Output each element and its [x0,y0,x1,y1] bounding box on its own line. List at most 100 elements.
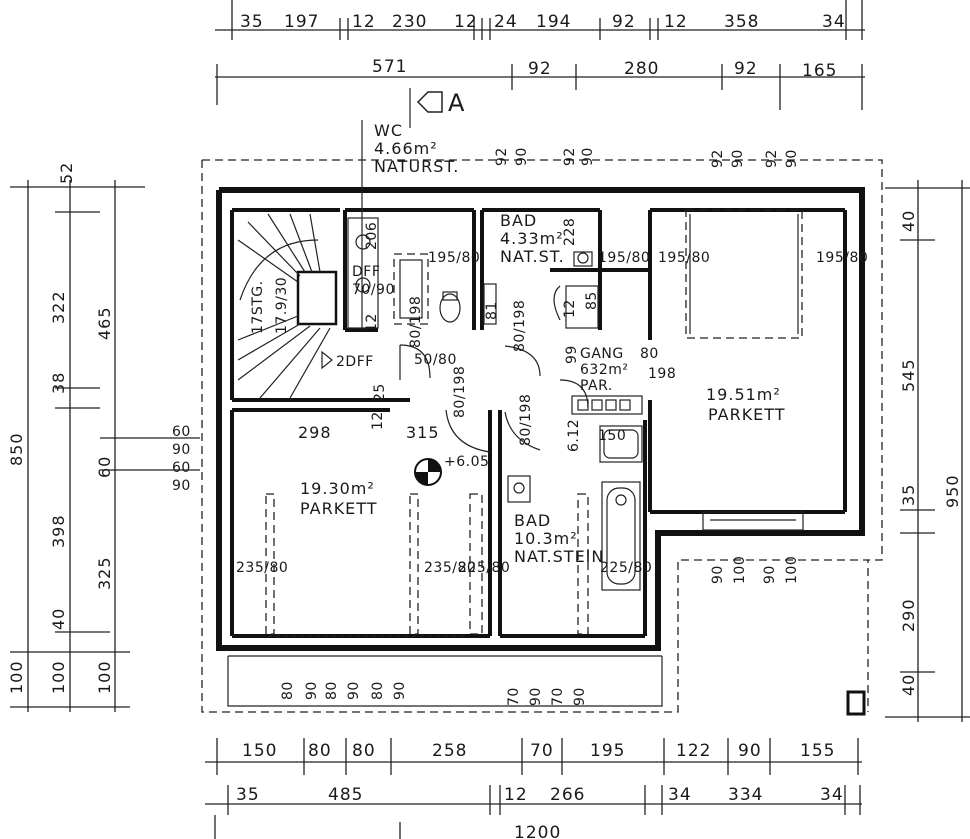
gang-area: 632m² [580,362,628,378]
bad-small-fixtures [483,251,599,377]
parapet-bl-4: 80 [370,681,386,700]
dim-top1-10: 34 [822,12,846,32]
opening-o11: 80/198 [512,300,528,352]
dff-note: 2DFF [336,354,374,370]
stair-count-label: 17STG. [250,280,266,334]
opening-o9: 150 [598,428,626,444]
opening-o6: 235/80 [424,560,476,576]
opening-o7: 225/80 [458,560,510,576]
dim-bot2-0: 35 [236,785,260,805]
dim-left-60: 60 [95,456,114,478]
parapet-tr-0: 92 [710,149,726,168]
dim-left-325: 325 [95,556,114,590]
exterior-walls [216,187,865,707]
left-room-windows [265,493,589,637]
parapet-tr-3: 90 [784,149,800,168]
opening-o2: 195/80 [598,250,650,266]
top-dimension-chain-1: 35 197 12 230 12 24 194 92 12 358 34 [215,0,865,40]
dim-left-398: 398 [49,514,68,548]
opening-o5: 235/80 [236,560,288,576]
dim-bot2-5: 334 [728,785,763,805]
right-dimension-chains: 40 545 35 290 40 950 [885,180,970,722]
dim-right-40b: 40 [899,674,918,696]
dff-label-group: DFF 70/90 2DFF [336,264,395,370]
opening-o18: 206 [364,222,380,250]
dim-bot1-4: 70 [530,741,554,761]
top-dimension-chain-2: 571 92 280 92 165 [215,57,865,110]
interior-walls [230,208,847,638]
dim-bottom-total: 1200 [514,823,561,839]
dim-top1-6: 194 [536,12,571,32]
opening-o22: 81 [484,301,500,320]
bad-large-floor: NAT.STEIN [514,547,604,566]
parapet-tl-0: 92 [494,147,510,166]
dim-left-small-2: 60 [172,460,191,476]
parapet-br-0: 90 [710,565,726,584]
dim-bot1-7: 90 [738,741,762,761]
bad-large-area: 10.3m² [514,529,578,548]
dim-bot1-5: 195 [590,741,625,761]
bottom-total-dimension: 1200 [214,815,561,839]
dim-right-35: 35 [899,484,918,506]
opening-o8: 225/80 [600,560,652,576]
bad-large-name: BAD [514,511,551,530]
dim-top1-1: 197 [284,12,319,32]
dim-top2-4: 165 [802,61,837,81]
opening-o24: 25 [372,383,388,402]
room-left-floor: PARKETT [300,499,378,518]
room-right: 19.51m² PARKETT [706,385,786,424]
opening-o27: 80 [640,346,659,362]
opening-o10: 80/198 [408,296,424,348]
bad-small-name: BAD [500,211,537,230]
stair-direction-arrow-icon [321,350,333,370]
opening-o25: 6.12 [566,419,582,452]
parapet-tl-1: 90 [514,147,530,166]
parapet-bm-1: 90 [528,687,544,706]
parapet-bl-1: 90 [304,681,320,700]
level-label: +6.05 [444,454,489,470]
dim-top1-3: 230 [392,12,427,32]
wc-name: WC [374,121,403,140]
dim-top2-3: 92 [734,59,758,79]
dim-right-950: 950 [943,474,962,508]
level-marker: +6.05 [414,454,489,486]
dff-size: 70/90 [352,282,395,298]
dim-top1-4: 12 [454,12,478,32]
wc-fixtures [399,291,461,380]
room-left-area: 19.30m² [300,479,375,498]
right-room-windows [685,209,804,531]
parapet-bl-2: 80 [324,681,340,700]
section-marker-label: A [448,89,465,117]
bad-small-floor: NAT.ST. [500,247,565,266]
parapet-tl-3: 90 [580,147,596,166]
skylights [347,217,429,329]
dim-top2-0: 571 [372,57,407,77]
opening-o23: 12 [364,313,380,332]
opening-o28: 198 [648,366,676,382]
parapet-bm-2: 70 [550,687,566,706]
room-right-floor: PARKETT [708,405,786,424]
dim-bot2-1: 485 [328,785,363,805]
dff-label: DFF [352,264,380,280]
parapet-br-1: 100 [732,556,748,584]
dim-bot1-3: 258 [432,741,467,761]
opening-o20: 12 [562,299,578,318]
opening-o26: 99 [564,345,580,364]
dim-bot1-2: 80 [352,741,376,761]
parapet-br-2: 90 [762,565,778,584]
dim-top2-1: 92 [528,59,552,79]
wc-area: 4.66m² [374,139,438,158]
bottom-dimension-chain-2: 35 485 12 266 34 334 34 [205,785,862,815]
dim-left-322: 322 [49,290,68,324]
dim-left-outer-100: 100 [7,660,26,694]
opening-o16: 315 [406,423,440,442]
dim-left-small-0: 60 [172,424,191,440]
room-bad-large: BAD 10.3m² NAT.STEIN [514,511,604,566]
dim-top1-0: 35 [240,12,264,32]
section-arrow-icon [416,91,443,113]
dim-bot1-0: 150 [242,741,277,761]
parapet-bl-3: 90 [346,681,362,700]
dim-top1-7: 92 [612,12,636,32]
chimney [846,690,866,716]
dim-right-40a: 40 [899,210,918,232]
